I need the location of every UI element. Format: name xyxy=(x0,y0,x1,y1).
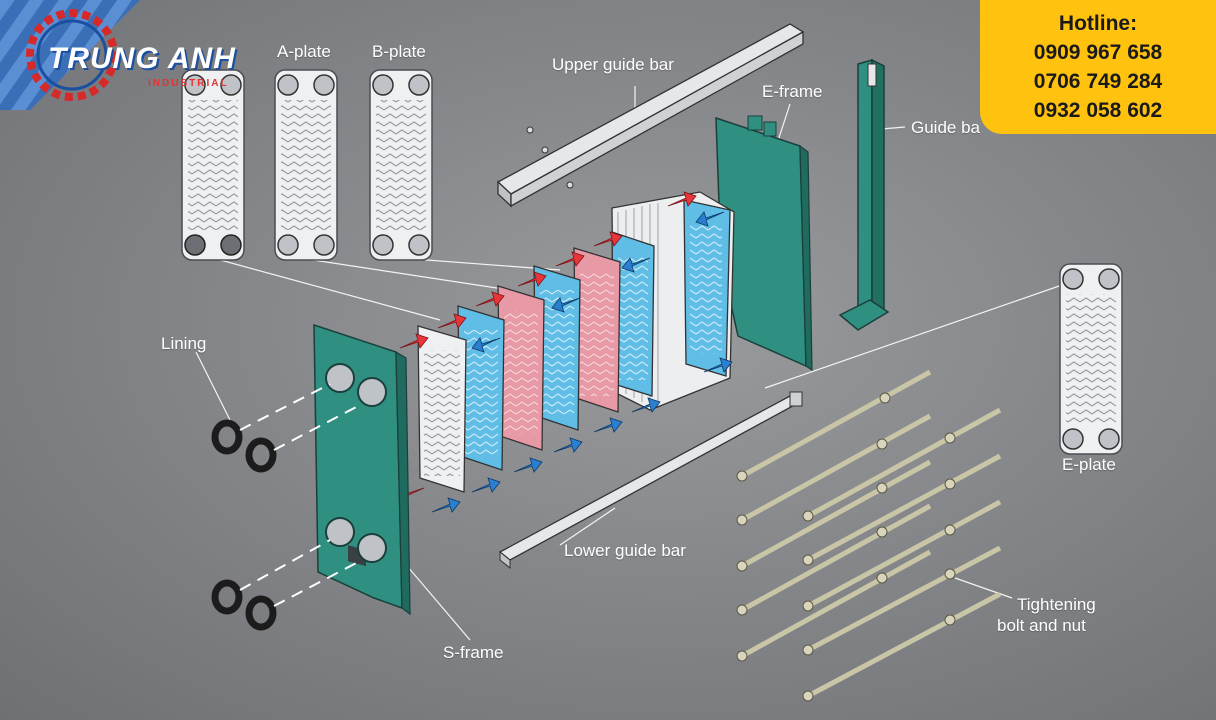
upper-guide-bar xyxy=(496,23,805,208)
plate-pack xyxy=(417,191,735,493)
logo-subtitle: INDUSTRIAL xyxy=(148,78,229,89)
s-frame-label: S-frame xyxy=(443,643,504,662)
cold-flow-arrows xyxy=(349,211,733,561)
lower-guide-bar-label: Lower guide bar xyxy=(564,541,686,560)
lower-guide-bar xyxy=(498,391,803,570)
e-frame xyxy=(715,115,813,372)
a-plate-label: A-plate xyxy=(277,42,331,61)
b-plate-label: B-plate xyxy=(372,42,426,61)
logo-name: TRUNG ANH xyxy=(48,42,236,75)
leader-lines xyxy=(195,86,1063,641)
lining-label: Lining xyxy=(161,334,207,353)
hotline-number[interactable]: 0932 058 602 xyxy=(1033,99,1163,122)
hotline-box: Hotline: 0909 967 658 0706 749 284 0932 … xyxy=(980,0,1216,134)
logo-graphic xyxy=(0,0,140,140)
a-plate xyxy=(274,69,338,261)
e-plate-label: E-plate xyxy=(1062,455,1116,474)
e-plate-drawing xyxy=(1059,263,1123,455)
s-frame xyxy=(313,323,411,616)
upper-guide-bar-label: Upper guide bar xyxy=(552,55,674,74)
guide-bar-support-label: Guide bar support xyxy=(911,118,980,137)
tightening-label: Tightening xyxy=(1017,595,1096,614)
top-plate-1 xyxy=(181,69,245,261)
bolt-and-nut-label: bolt and nut xyxy=(997,616,1086,635)
tightening-bolts xyxy=(736,369,1002,702)
hotline-number[interactable]: 0909 967 658 xyxy=(1033,41,1163,64)
assembly-lines xyxy=(239,383,363,607)
b-plate xyxy=(369,69,433,261)
hotline-number[interactable]: 0706 749 284 xyxy=(1033,70,1163,93)
hotline-title: Hotline: xyxy=(1058,12,1138,35)
guide-bar-support xyxy=(838,58,890,331)
linings xyxy=(211,419,277,631)
company-logo: TRUNG ANH INDUSTRIAL xyxy=(0,0,250,140)
e-frame-label: E-frame xyxy=(762,82,823,101)
